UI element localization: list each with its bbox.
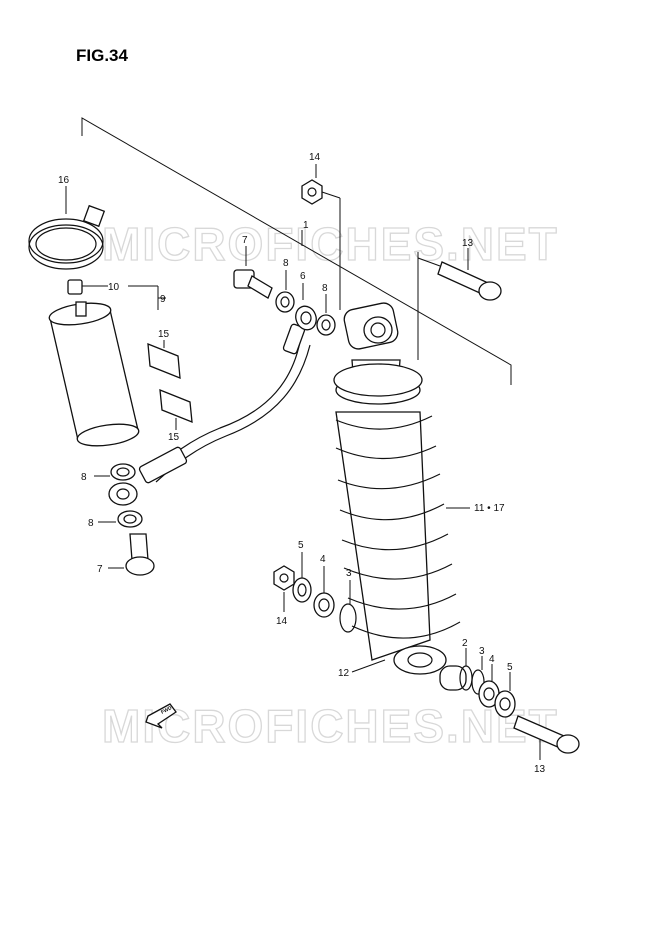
- callout-13-top: 13: [462, 238, 474, 249]
- callout-5-left: 5: [298, 540, 304, 551]
- callout-7-top: 7: [242, 235, 248, 246]
- callout-8-d: 8: [88, 518, 94, 529]
- circlip-part-3-left: [339, 580, 357, 633]
- callout-13-bottom: 13: [534, 764, 546, 775]
- callout-8-a: 8: [283, 258, 289, 269]
- assembly-bracket: [81, 117, 512, 385]
- banjo-fitting-part-6: [295, 283, 317, 331]
- shock-absorber-part-11: [333, 302, 470, 675]
- fwd-arrow-icon: FWD: [145, 703, 177, 729]
- banjo-bolt-part-7-bottom: [108, 533, 155, 576]
- valve-cap-part-10: [67, 279, 108, 295]
- washer-part-8-b: [316, 294, 336, 336]
- callout-14-top: 14: [309, 152, 321, 163]
- bolt-part-13-bottom: [513, 715, 580, 760]
- callout-8-c: 8: [81, 472, 87, 483]
- collar-part-5-right: [494, 672, 516, 718]
- callout-3-left: 3: [346, 568, 352, 579]
- callout-14-bottom: 14: [276, 616, 288, 627]
- callout-4-left: 4: [320, 554, 326, 565]
- coil-spring: [335, 415, 461, 639]
- callout-11-17: 11 • 17: [474, 503, 505, 514]
- callout-4-right: 4: [489, 654, 495, 665]
- hose-clamp-part-16: [28, 186, 106, 270]
- callout-16: 16: [58, 175, 70, 186]
- fwd-label: FWD: [160, 705, 173, 716]
- nut-part-14-top: [301, 164, 341, 205]
- callout-1: 1: [303, 220, 309, 231]
- callout-2: 2: [462, 638, 468, 649]
- decal-part-15-top: [147, 340, 181, 379]
- seal-part-4-left: [313, 566, 335, 618]
- decal-part-15-bottom: [159, 388, 193, 430]
- callout-15-bottom: 15: [168, 432, 180, 443]
- callout-9: 9: [160, 294, 166, 305]
- figure-title: FIG.34: [76, 46, 128, 65]
- bolt-part-13-top: [417, 248, 502, 301]
- callout-12: 12: [338, 668, 350, 679]
- callout-10: 10: [108, 282, 120, 293]
- banjo-bolt-part-7-top: [233, 246, 273, 299]
- watermark-bottom: MICROFICHES.NET: [102, 700, 559, 752]
- bushing-part-2: [439, 648, 473, 691]
- reservoir-hose: [138, 323, 311, 484]
- reservoir-part-9: [48, 285, 166, 447]
- washer-part-8-c: [94, 463, 136, 481]
- callout-15-top: 15: [158, 329, 170, 340]
- callout-3-right: 3: [479, 646, 485, 657]
- leader-12: [351, 659, 386, 673]
- nut-part-14-bottom: [273, 565, 295, 612]
- watermark-top: MICROFICHES.NET: [102, 218, 559, 270]
- callout-5-right: 5: [507, 662, 513, 673]
- collar-part-5-left: [292, 552, 312, 603]
- banjo-fitting-lower: [108, 482, 138, 506]
- washer-part-8-a: [275, 270, 295, 313]
- washer-part-8-d: [98, 510, 143, 528]
- callout-6: 6: [300, 271, 306, 282]
- callout-7-bottom: 7: [97, 564, 103, 575]
- callout-8-b: 8: [322, 283, 328, 294]
